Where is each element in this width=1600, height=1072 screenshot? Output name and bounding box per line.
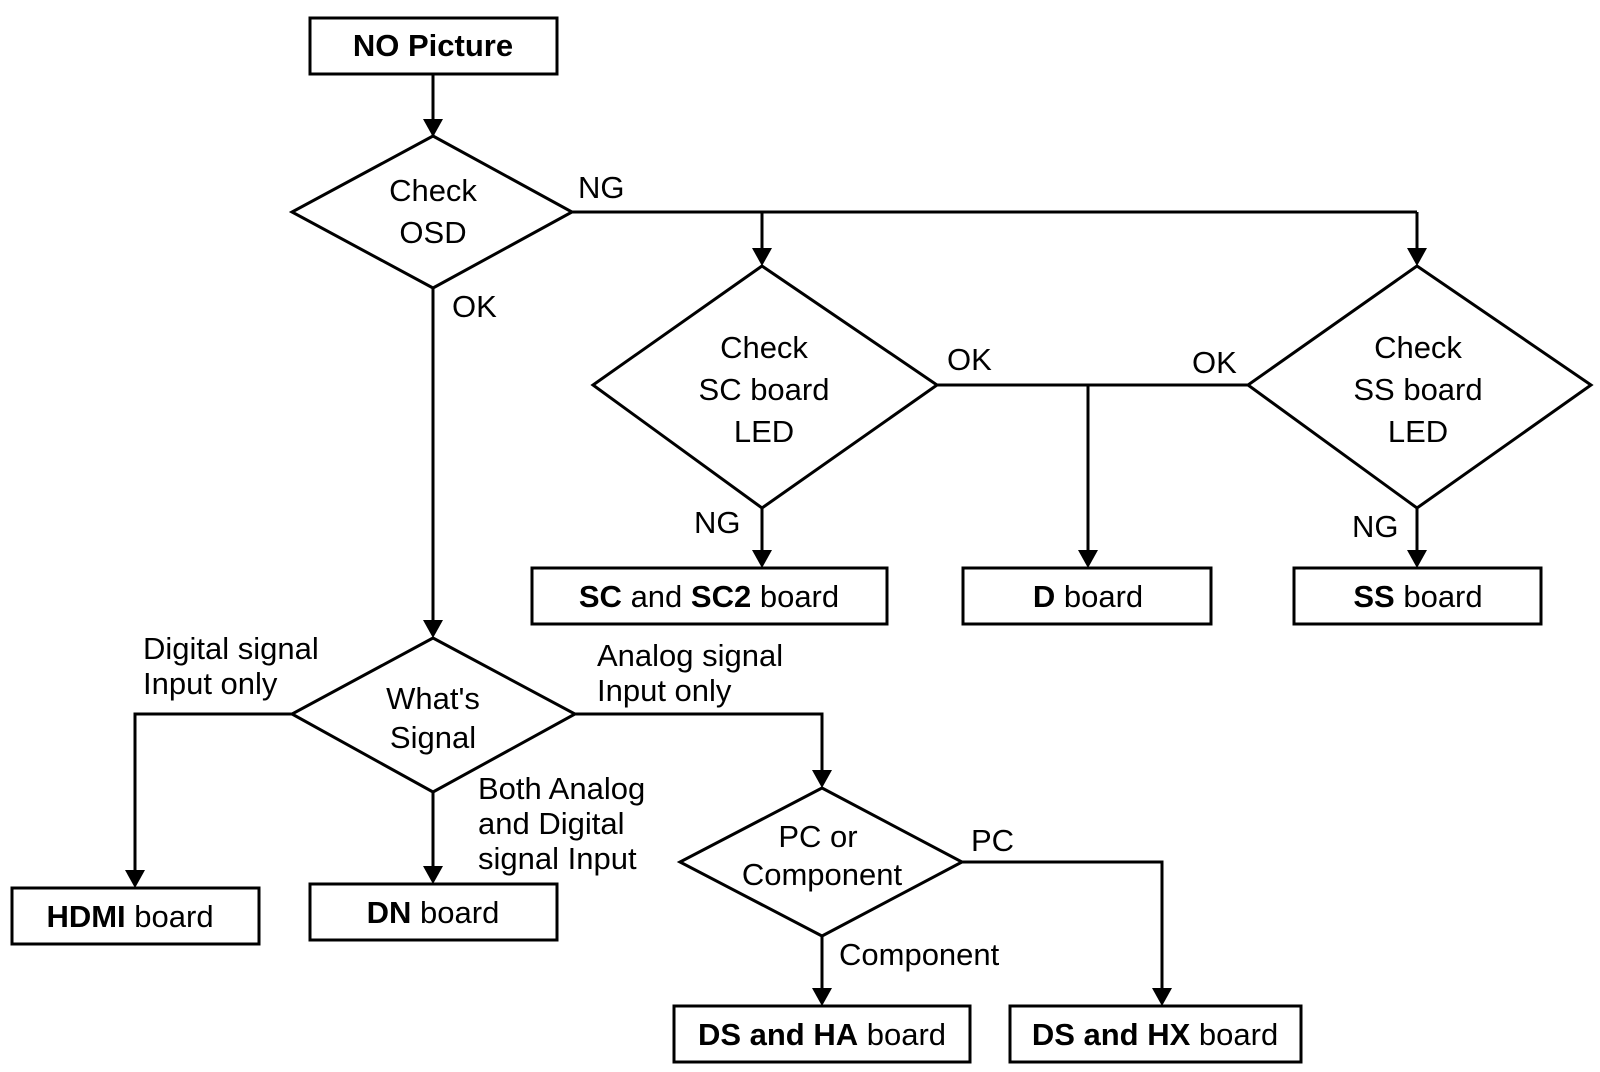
d-board-rest: board [1055,579,1143,614]
arrowhead [1078,550,1098,568]
edge-pc [962,860,1164,990]
svg-text:SS board: SS board [1353,579,1482,614]
sc-board-bold-2: SC2 [691,579,751,614]
check-sc-line-2: SC board [699,372,830,407]
edges [125,74,1427,1006]
label-ss-ng: NG [1352,509,1399,544]
label-pc: PC [971,823,1014,858]
label-ss-ok: OK [1192,345,1237,380]
check-osd-line-2: OSD [399,215,466,250]
label-both-line-1: Both Analog [478,771,645,806]
svg-text:NO Picture: NO Picture [353,28,513,63]
decision-check-sc-board-led: Check SC board LED [590,264,940,510]
ss-board-bold: SS [1353,579,1394,614]
sc-board-bold-1: SC [579,579,622,614]
check-osd-line-1: Check [389,173,477,208]
sc-board-rest: board [751,579,839,614]
label-digital-line-1: Digital signal [143,631,319,666]
hdmi-board-rest: board [126,899,214,934]
decision-check-osd: Check OSD [288,134,576,290]
label-both-line-3: signal Input [478,841,637,876]
svg-text:DS and HA board: DS and HA board [698,1017,946,1052]
decision-whats-signal: What's Signal [288,636,579,794]
label-osd-ng: NG [578,170,625,205]
arrowhead [812,988,832,1006]
ds-hx-board-bold: DS and HX [1032,1017,1191,1052]
ds-ha-board-rest: board [858,1017,946,1052]
label-analog-line-1: Analog signal [597,638,783,673]
label-analog-line-2: Input only [597,673,732,708]
no-picture-label: NO Picture [353,28,513,63]
check-ss-line-3: LED [1388,414,1448,449]
decision-pc-or-component: PC or Component [676,786,966,938]
node-ss-board: SS board [1292,566,1543,626]
hdmi-board-bold: HDMI [46,899,125,934]
dn-board-rest: board [411,895,499,930]
check-sc-line-3: LED [734,414,794,449]
svg-text:DS and HX board: DS and HX board [1032,1017,1278,1052]
arrowhead [752,550,772,568]
arrowhead [812,770,832,788]
edge-analog [575,712,824,772]
node-dn-board: DN board [308,882,559,942]
arrowhead [1152,988,1172,1006]
arrowhead [752,248,772,266]
node-ds-and-hx-board: DS and HX board [1008,1004,1303,1064]
dn-board-bold: DN [367,895,412,930]
label-sc-ok: OK [947,342,992,377]
sc-board-mid: and [622,579,691,614]
arrowhead [1407,248,1427,266]
label-digital-line-2: Input only [143,666,278,701]
d-board-bold: D [1033,579,1055,614]
decision-check-ss-board-led: Check SS board LED [1245,264,1594,510]
svg-text:HDMI board: HDMI board [46,899,213,934]
ds-ha-board-bold: DS and HA [698,1017,858,1052]
node-hdmi-board: HDMI board [10,886,261,946]
pc-or-component-line-2: Component [742,857,903,892]
whats-signal-line-1: What's [386,681,480,716]
node-d-board: D board [961,566,1213,626]
arrowhead [423,119,443,137]
node-no-picture: NO Picture [308,16,559,76]
node-sc-and-sc2-board: SC and SC2 board [530,566,889,626]
pc-or-component-line-1: PC or [778,819,857,854]
label-component: Component [839,937,1000,972]
nodes: NO Picture Check OSD Check SC board LED … [10,16,1594,1064]
label-osd-ok: OK [452,289,497,324]
check-sc-line-1: Check [720,330,808,365]
svg-text:D board: D board [1033,579,1143,614]
node-ds-and-ha-board: DS and HA board [672,1004,972,1064]
ds-hx-board-rest: board [1190,1017,1278,1052]
svg-text:SC and SC2 board: SC and SC2 board [579,579,839,614]
ss-board-rest: board [1395,579,1483,614]
label-sc-ng: NG [694,505,741,540]
arrowhead [1407,550,1427,568]
edge-digital [133,712,292,872]
edge-labels: NG OK OK OK NG NG Digital signal Input o… [143,170,1399,972]
check-ss-line-1: Check [1374,330,1462,365]
whats-signal-line-2: Signal [390,720,476,755]
label-both-line-2: and Digital [478,806,624,841]
check-ss-line-2: SS board [1353,372,1482,407]
arrowhead [423,620,443,638]
svg-text:DN board: DN board [367,895,500,930]
arrowhead [423,866,443,884]
arrowhead [125,870,145,888]
